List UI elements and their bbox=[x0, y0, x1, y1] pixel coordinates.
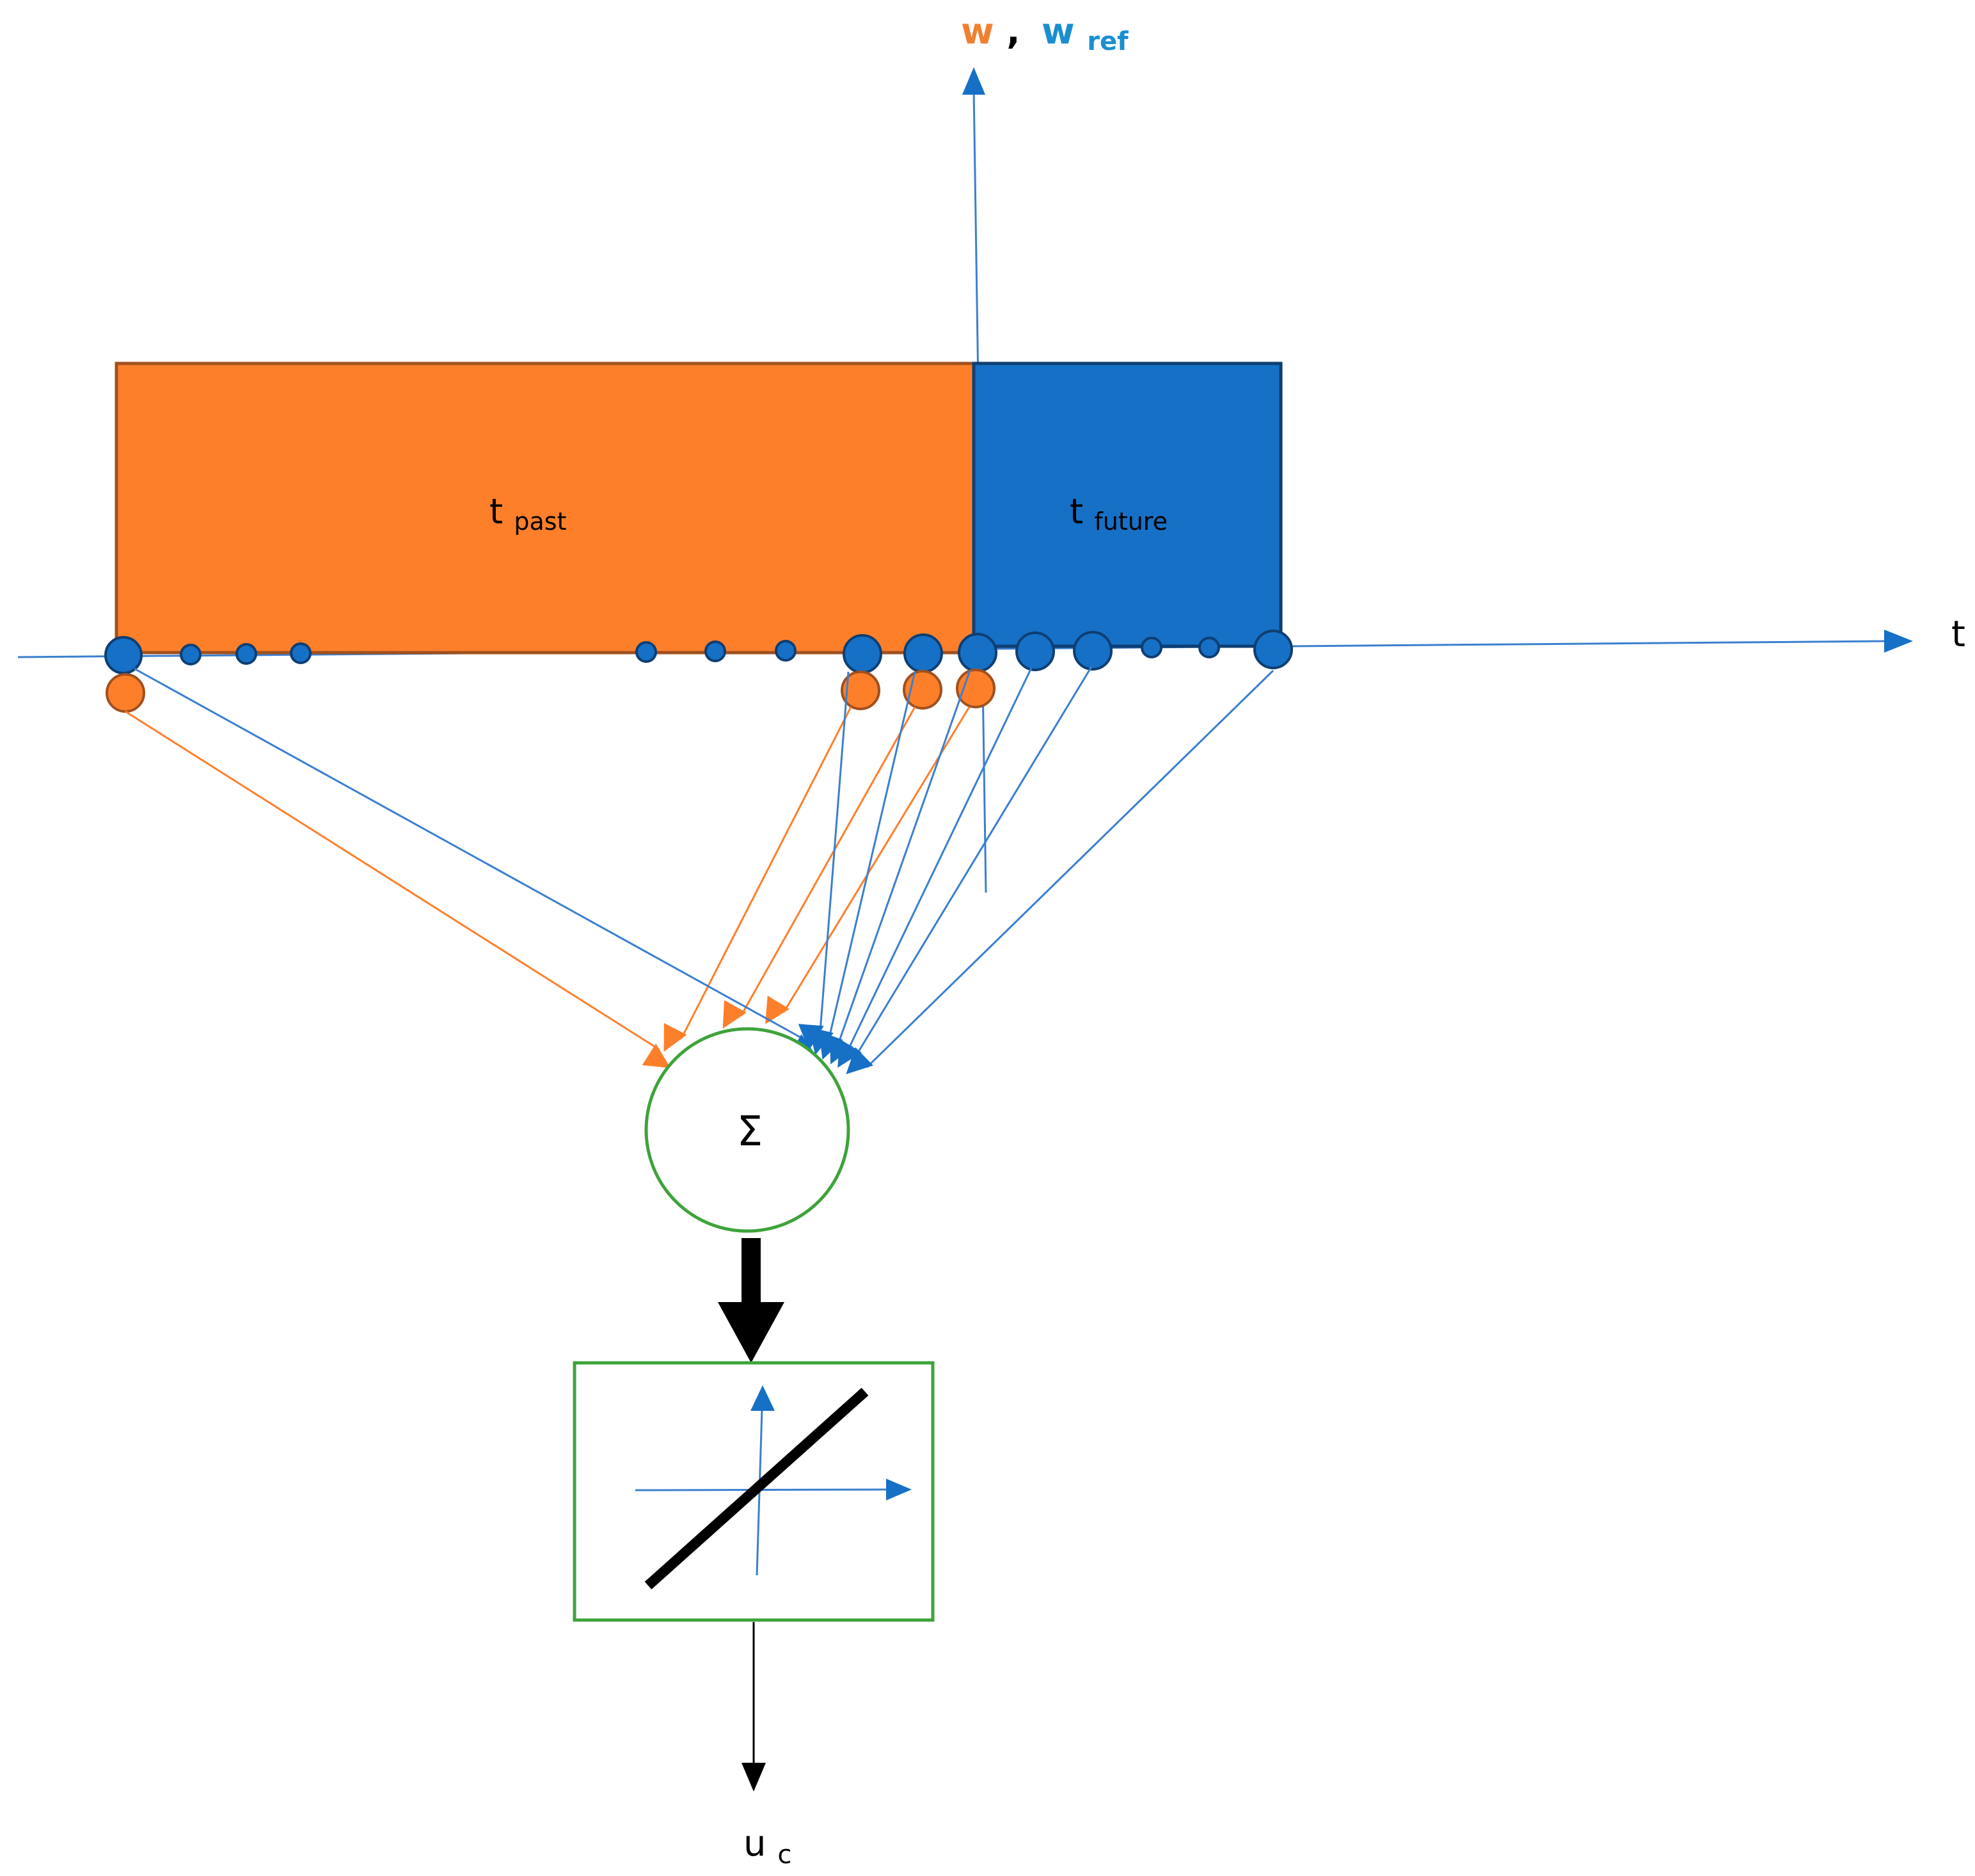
ref-sample bbox=[775, 640, 797, 662]
output-sample bbox=[106, 673, 145, 713]
ref-sample bbox=[704, 640, 726, 662]
output-samples bbox=[106, 669, 995, 713]
reference-connection bbox=[846, 669, 1274, 1074]
past-window-label: t past bbox=[489, 491, 566, 536]
value-axis-label: w , w ref bbox=[961, 11, 1129, 56]
ref-sample bbox=[635, 641, 657, 663]
sum-symbol: Σ bbox=[737, 1108, 763, 1156]
ref-sample bbox=[1253, 630, 1293, 669]
past-t: t bbox=[489, 491, 503, 532]
time-axis-label: t bbox=[1951, 614, 1965, 655]
output-sample bbox=[841, 671, 880, 710]
output-arrow bbox=[742, 1622, 766, 1792]
ref-sample bbox=[180, 644, 202, 665]
future-subscript: future bbox=[1094, 507, 1168, 536]
output-subscript: c bbox=[777, 1840, 791, 1870]
past-subscript: past bbox=[514, 507, 566, 536]
output-w-label: w bbox=[961, 11, 994, 52]
reference-connections bbox=[134, 666, 1274, 1074]
label-comma: , bbox=[1006, 11, 1020, 52]
ref-sample bbox=[1073, 631, 1113, 671]
ref-sample bbox=[958, 633, 997, 672]
sum-to-activation-arrow bbox=[718, 1238, 784, 1363]
future-window-block bbox=[972, 362, 1283, 648]
reference-connection bbox=[818, 670, 971, 1060]
linear-activation-icon bbox=[635, 1385, 912, 1589]
past-window-block bbox=[115, 362, 976, 655]
output-u: u bbox=[743, 1823, 766, 1864]
output-connection bbox=[663, 706, 852, 1052]
ref-sample bbox=[1015, 632, 1055, 671]
reference-connection bbox=[134, 667, 818, 1058]
reference-w-subscript: ref bbox=[1087, 27, 1129, 56]
ref-sample bbox=[290, 642, 312, 664]
reference-connection bbox=[808, 671, 916, 1055]
output-connections bbox=[125, 706, 971, 1069]
output-sample bbox=[903, 670, 942, 710]
value-axis-arrowhead bbox=[962, 67, 985, 95]
sum-node bbox=[644, 1027, 850, 1233]
ref-sample bbox=[104, 636, 143, 674]
reference-connection bbox=[837, 666, 1093, 1068]
ref-sample bbox=[1141, 637, 1162, 658]
reference-connection bbox=[830, 667, 1033, 1065]
reference-connection bbox=[798, 671, 850, 1051]
ref-sample bbox=[1198, 637, 1220, 658]
output-connection bbox=[722, 706, 916, 1029]
reference-w-label: w bbox=[1042, 11, 1075, 52]
reference-samples bbox=[104, 630, 1293, 674]
ref-sample bbox=[235, 643, 257, 665]
time-axis-arrowhead bbox=[1884, 630, 1913, 653]
future-window-label: t future bbox=[1070, 491, 1168, 536]
ref-sample bbox=[903, 633, 943, 673]
future-t: t bbox=[1070, 491, 1083, 532]
ref-sample bbox=[843, 634, 882, 674]
output-connection bbox=[125, 710, 671, 1069]
output-label: u c bbox=[743, 1823, 791, 1870]
